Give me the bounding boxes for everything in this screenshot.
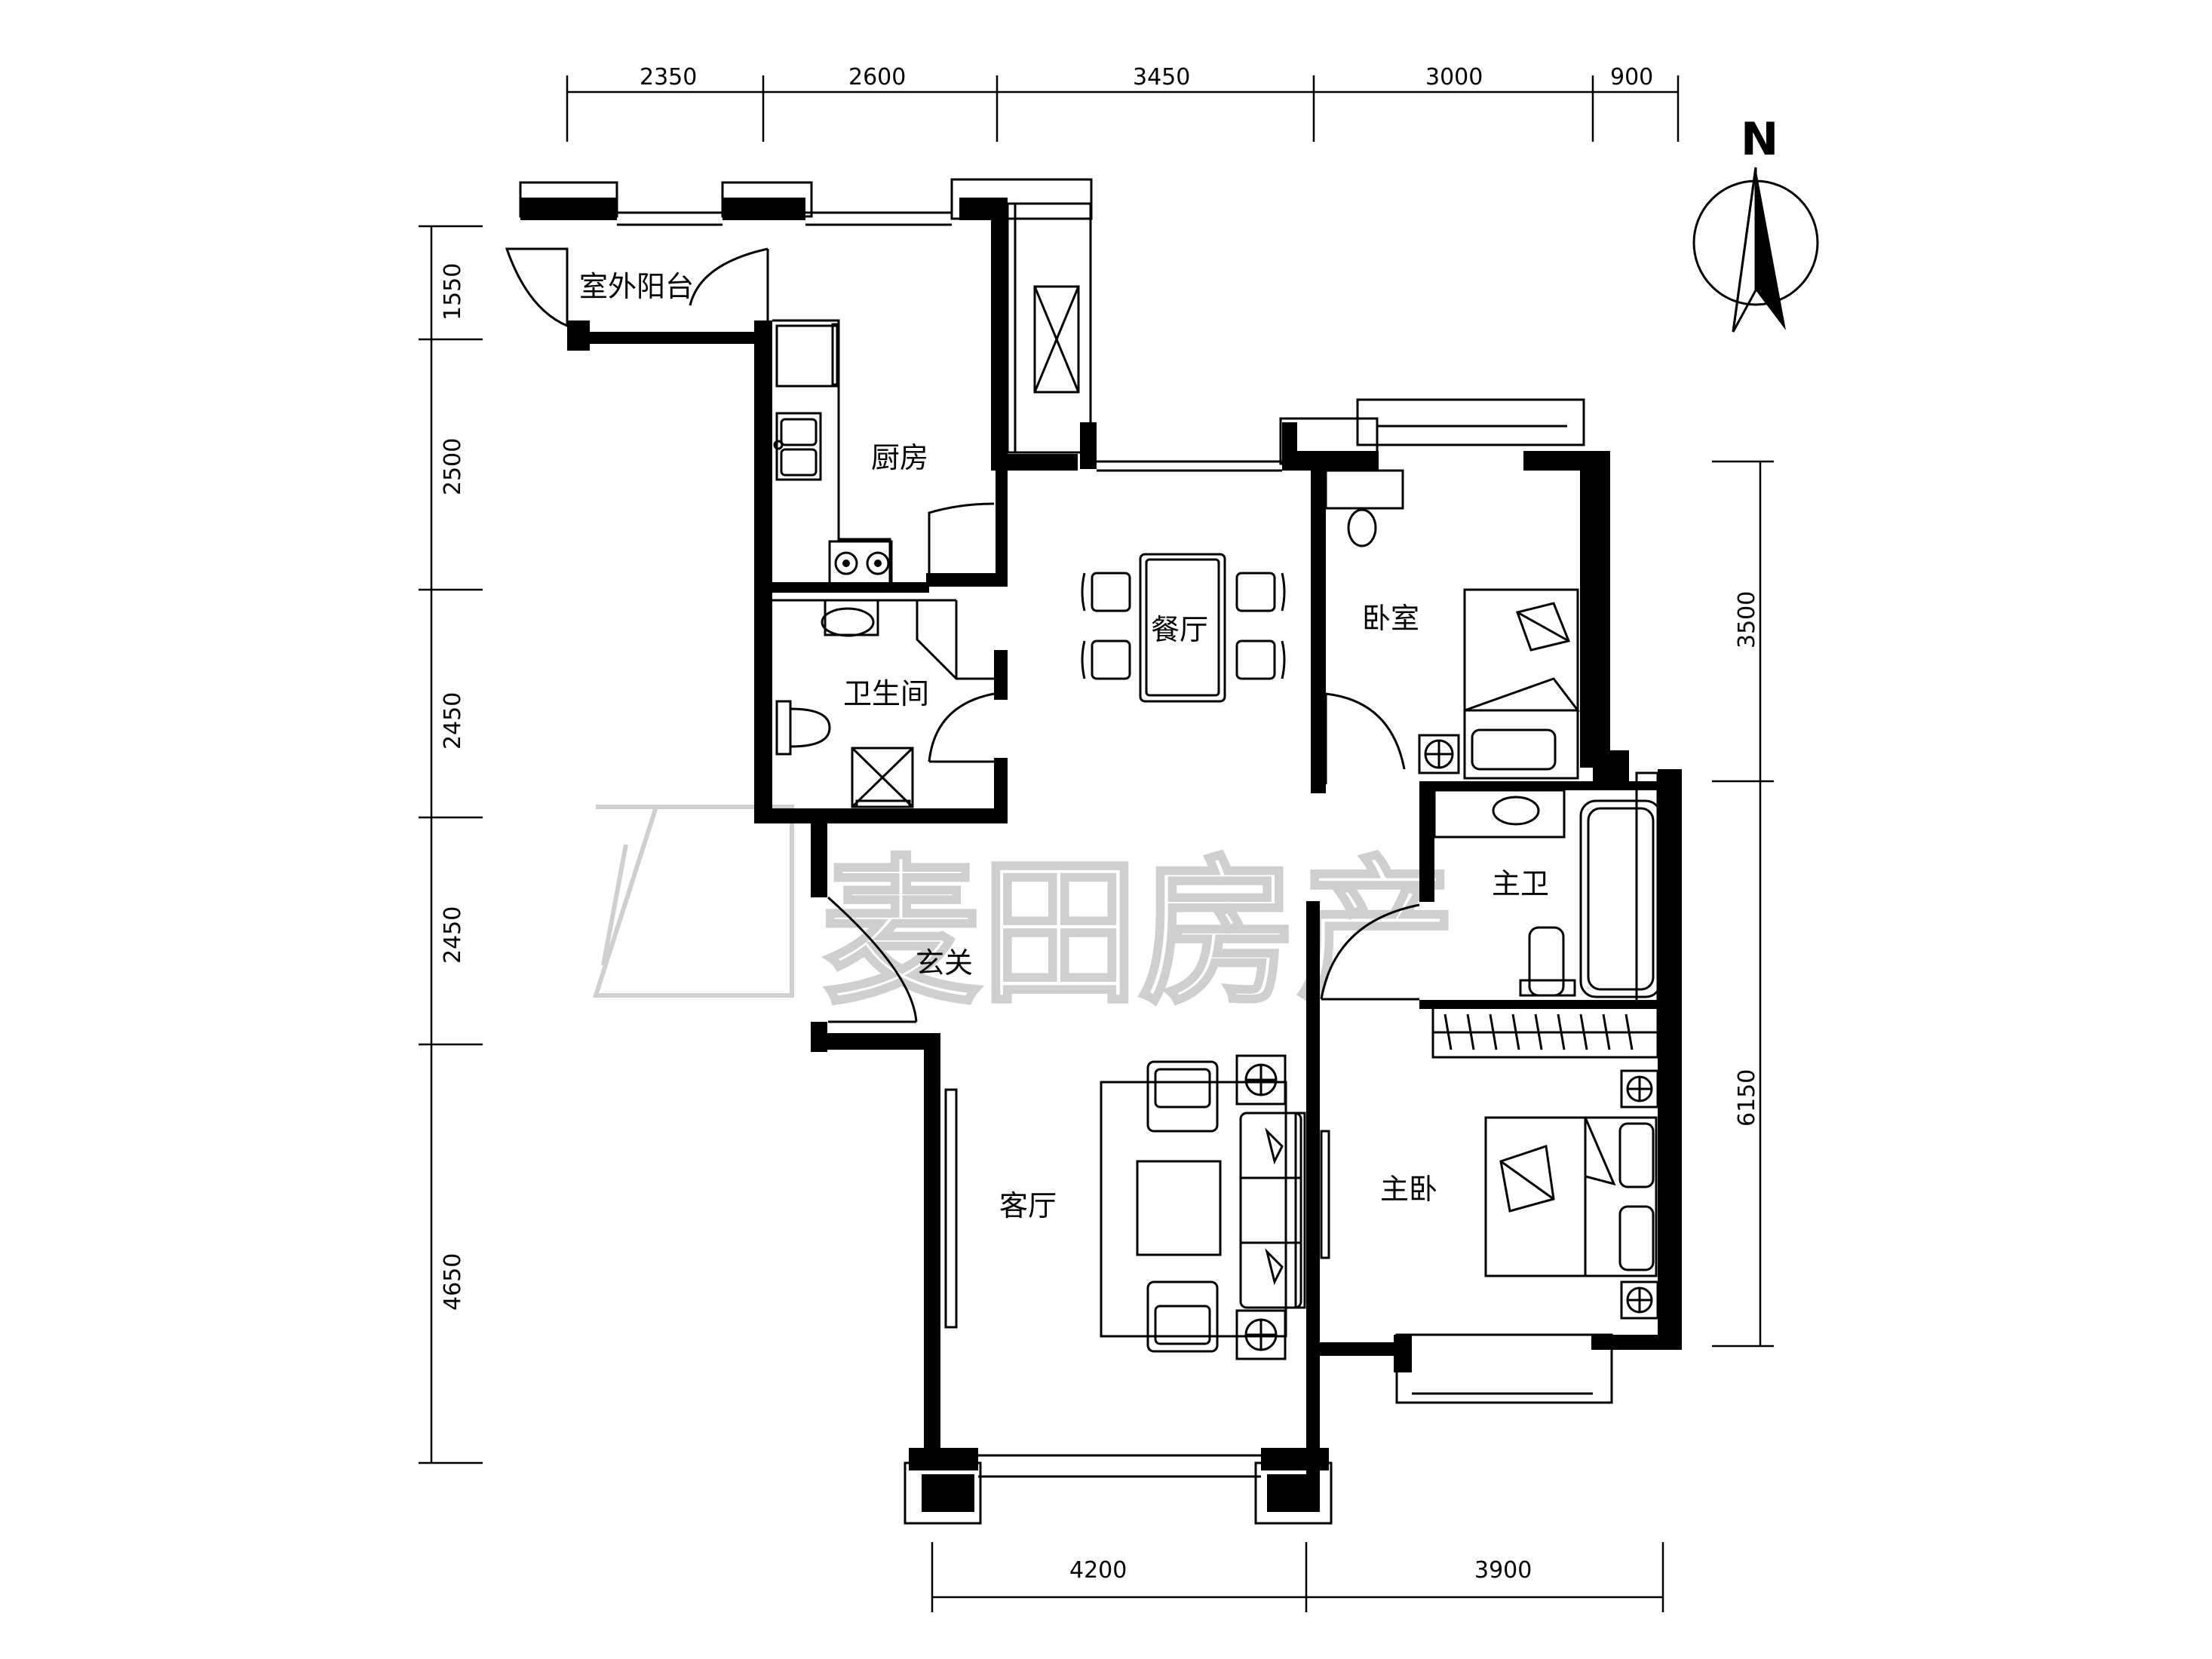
- master-bed-icon: [1484, 1116, 1658, 1277]
- dim-top-1: 2350: [640, 64, 697, 90]
- room-label-entrance: 玄关: [916, 946, 973, 980]
- shower-icon: [851, 747, 914, 808]
- north-label: N: [1741, 113, 1778, 166]
- watermark-text: 麦田房产: [822, 841, 1456, 1026]
- bed-icon: [1463, 588, 1581, 780]
- dining-table: [1139, 553, 1226, 703]
- dim-left-3: 2450: [440, 692, 466, 750]
- walls: [519, 178, 1682, 1525]
- dim-left-2: 2500: [440, 438, 466, 495]
- doors: [505, 247, 1420, 1023]
- north-arrow-icon: N: [1692, 113, 1819, 333]
- wardrobe-icon: [1431, 1006, 1659, 1059]
- dim-top-3: 3450: [1133, 64, 1190, 90]
- room-label-master-bath: 主卫: [1492, 867, 1549, 900]
- dim-bottom-2: 3900: [1474, 1557, 1532, 1584]
- sofa-icon: [1239, 1112, 1306, 1309]
- dim-right-2: 6150: [1734, 1069, 1760, 1127]
- nightstand-lamp-icon: [1418, 734, 1460, 774]
- side-table-lamp-icon: [1235, 1054, 1287, 1360]
- dim-top-2: 2600: [848, 64, 906, 90]
- room-label-dining: 餐厅: [1151, 613, 1208, 646]
- dimension-labels: 2350 2600 3450 3000 900 1550 2500 2450 2…: [440, 64, 1760, 1584]
- room-label-bathroom: 卫生间: [843, 677, 929, 710]
- room-label-balcony: 室外阳台: [579, 270, 694, 303]
- dim-bottom-1: 4200: [1069, 1557, 1127, 1584]
- room-label-master-bedroom: 主卧: [1380, 1173, 1437, 1206]
- watermark-logo-icon: [592, 805, 794, 998]
- master-toilet-icon: [1519, 926, 1576, 997]
- room-label-living: 客厅: [999, 1189, 1057, 1222]
- dim-top-5: 900: [1610, 64, 1653, 90]
- master-tv-icon: [1320, 1130, 1330, 1259]
- bedroom-desk: [1324, 469, 1404, 547]
- dim-top-4: 3000: [1425, 64, 1483, 90]
- dining-chair-icon: [1081, 572, 1286, 680]
- washbasin-icon: [821, 599, 879, 637]
- master-nightstand-icon: [1620, 1069, 1659, 1320]
- dim-left-5: 4650: [440, 1253, 466, 1311]
- dim-right-1: 3500: [1734, 591, 1760, 649]
- living-rug: [1100, 1081, 1287, 1338]
- dim-left-4: 2450: [440, 906, 466, 964]
- watermark: 麦田房产: [592, 805, 1458, 1028]
- room-label-bedroom: 卧室: [1362, 602, 1419, 635]
- stove-icon: [828, 540, 893, 587]
- armchair-icon: [1146, 1060, 1219, 1353]
- toilet-icon: [775, 700, 831, 756]
- room-labels: 室外阳台 厨房 餐厅 卧室 卫生间 主卫 玄关 客厅 主卧: [579, 270, 1549, 1222]
- sink-icon: [773, 412, 822, 481]
- bathroom-fixtures: [772, 599, 994, 680]
- bathtub-icon: [1579, 799, 1662, 998]
- dim-left-1: 1550: [440, 263, 466, 320]
- master-washbasin-icon: [1433, 789, 1566, 839]
- coffee-table: [1136, 1160, 1222, 1256]
- kitchen-counter: [772, 319, 891, 587]
- room-label-kitchen: 厨房: [871, 441, 928, 474]
- dimension-lines: [419, 75, 1774, 1612]
